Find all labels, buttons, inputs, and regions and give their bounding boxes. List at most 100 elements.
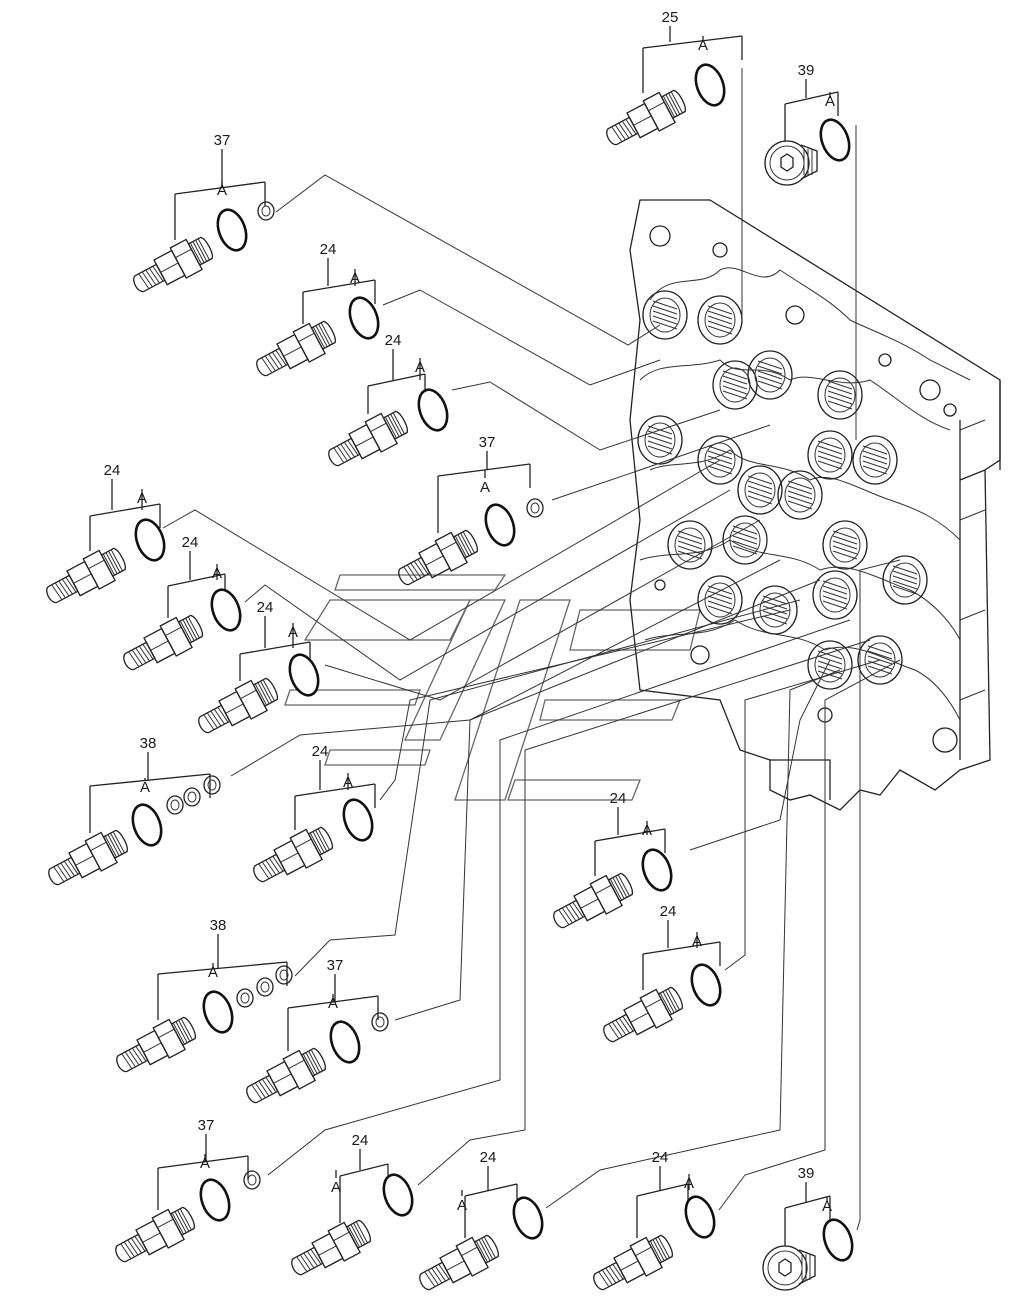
fitting-thread	[138, 273, 150, 290]
part-number-label: 37	[479, 434, 496, 451]
port-thread-line	[862, 450, 888, 460]
port-thread-line	[707, 450, 733, 460]
port-thread	[674, 527, 706, 563]
port-thread	[814, 437, 846, 473]
fitting-body-thread	[452, 529, 478, 559]
part-number-label: 24	[104, 462, 121, 479]
fitting-nose	[328, 437, 361, 467]
fitting-hex-edge	[142, 1232, 161, 1243]
fitting-body-thread-line	[260, 680, 273, 703]
fitting-nose	[46, 574, 79, 604]
fitting-body-thread-line	[390, 413, 403, 436]
seal-label: A	[140, 779, 150, 796]
fitting-hex-edge	[280, 852, 299, 863]
fitting-collar-edge	[165, 626, 182, 637]
port-thread-line	[762, 615, 788, 625]
port-thread-line	[817, 450, 843, 460]
bracket-bar	[302, 279, 376, 293]
backup-ring-hole	[260, 981, 270, 993]
part-group-24: 24A	[593, 1149, 716, 1291]
fitting-hex-edge	[318, 1245, 337, 1256]
fitting-body-thread-line	[609, 878, 622, 901]
port-thread-line	[862, 455, 888, 465]
port-thread-line	[832, 550, 858, 560]
seal-label: A	[825, 93, 835, 110]
fitting-body-thread	[187, 236, 213, 266]
fitting-body-thread-line	[662, 95, 675, 118]
port-thread-line	[892, 585, 918, 595]
seal-label: A	[350, 270, 360, 287]
fitting-thread	[431, 1267, 443, 1284]
fitting	[123, 614, 203, 671]
part-group-24: 24A	[253, 743, 376, 883]
fitting-thread	[625, 118, 637, 135]
bracket-bar	[437, 463, 531, 477]
part-number-label: 37	[198, 1117, 215, 1134]
port-thread-line	[757, 370, 783, 380]
o-ring	[342, 798, 374, 842]
part-number-label: 24	[480, 1149, 497, 1166]
fitting-collar-edge	[333, 1231, 350, 1242]
fitting-collar	[84, 831, 118, 872]
fitting	[46, 547, 126, 604]
fitting-body-thread-line	[177, 1209, 190, 1232]
fitting-body-thread-line	[457, 534, 470, 556]
fitting-body-thread	[657, 986, 683, 1016]
fitting-thread	[598, 1271, 610, 1288]
fitting-collar-edge	[635, 1246, 652, 1257]
part-group-39: 39A	[762, 1165, 854, 1291]
seal-label: A	[698, 37, 708, 54]
fitting-hex-edge	[355, 436, 374, 447]
fitting-nose	[291, 1246, 324, 1276]
fitting-collar	[282, 1049, 316, 1090]
fitting-collar-edge	[461, 1246, 478, 1257]
fitting-collar-edge	[595, 884, 612, 895]
port-outer	[807, 430, 853, 480]
port-outer	[697, 435, 743, 485]
port-thread-line	[707, 315, 733, 325]
fitting-body-thread-line	[615, 875, 628, 898]
port-thread	[824, 377, 856, 413]
fitting-thread	[618, 1017, 630, 1034]
backup-ring	[275, 965, 293, 985]
fitting-thread	[608, 1265, 620, 1282]
fitting-body-thread-line	[481, 1237, 494, 1260]
fitting-body-thread-line	[312, 326, 325, 349]
fitting-collar	[589, 874, 623, 915]
fitting-body-thread-line	[657, 1236, 670, 1259]
port-thread-line	[892, 575, 918, 585]
part-group-24: 24A	[256, 241, 380, 377]
part-group-39: 39A	[764, 62, 851, 186]
fitting-body-thread-line	[350, 1224, 363, 1246]
backup-ring-hole	[187, 791, 197, 803]
fitting-body-thread-line	[665, 989, 678, 1012]
port-thread-line	[652, 320, 678, 330]
port-outer	[777, 470, 823, 520]
backup-ring-hole	[240, 992, 250, 1004]
bracket-bar	[642, 35, 743, 49]
bracket-bar	[636, 1183, 689, 1197]
fitting-thread	[142, 643, 154, 660]
port-thread	[784, 477, 816, 513]
port-thread-line	[827, 395, 853, 405]
fitting-thread	[123, 1241, 135, 1258]
fitting-body-thread-line	[185, 617, 198, 640]
fitting	[553, 872, 633, 929]
fitting-body-thread-line	[612, 877, 625, 899]
parts-layer: 25A39A37A24A24A37A24A24A24A38A24A24A24A3…	[46, 9, 854, 1291]
fitting-thread	[261, 861, 273, 878]
port-thread-line	[732, 540, 758, 550]
fitting-collar-edge	[648, 101, 665, 112]
port-thread-line	[677, 535, 703, 545]
fitting-body-thread	[660, 89, 686, 119]
port-thread-line	[757, 360, 783, 370]
fitting-body-thread-line	[262, 679, 275, 702]
o-ring	[641, 848, 673, 892]
plug-head-rim	[769, 145, 805, 181]
port-thread-line	[822, 590, 848, 600]
fitting-body-thread	[177, 614, 203, 644]
fitting-body-thread-line	[107, 834, 120, 856]
port-thread-line	[707, 590, 733, 600]
fitting-collar	[159, 616, 193, 657]
o-ring	[819, 118, 851, 162]
